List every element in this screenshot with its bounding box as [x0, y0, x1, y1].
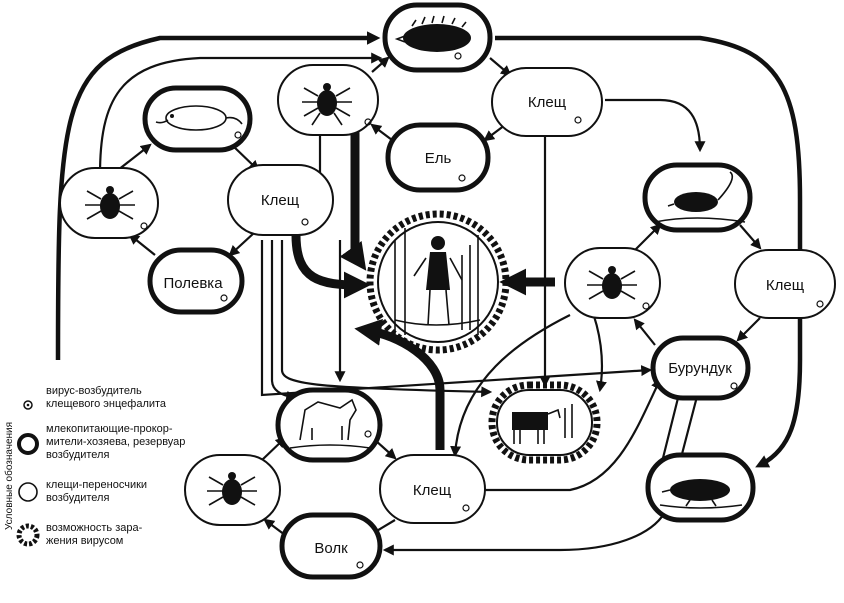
- tick-icon: [302, 83, 372, 126]
- arrow-klesh-to-chipmunk: [605, 98, 706, 153]
- legend-hosts-line1: млекопитающие-прокор-: [46, 423, 173, 435]
- el-node: Ель: [385, 122, 491, 193]
- legend-hosts-line2: мители-хозяева, резервуар: [46, 436, 185, 448]
- volk-label: Волк: [314, 540, 348, 557]
- arrow-klesh-to-burunduk: [736, 317, 761, 342]
- lines-klesh-down-3: [280, 240, 493, 398]
- arrow-klesh-to-burunduk-curve: [460, 378, 661, 492]
- klesh-right-label: Клещ: [766, 277, 804, 294]
- mouse-node: [142, 85, 253, 153]
- tick-icon: [85, 186, 148, 230]
- klesh-node-bottom: Клещ: [379, 454, 486, 524]
- cow-icon: [512, 404, 573, 444]
- legend-hosts-line3: возбудителя: [46, 449, 109, 461]
- klesh-node-right: Клещ: [734, 249, 836, 319]
- human-center-node: [366, 210, 510, 354]
- legend-item-virus: вирус-возбудитель клещевого энцефалита: [23, 385, 167, 410]
- inner-left-loop: [98, 52, 383, 176]
- legend: Условные обозначения вирус-возбудитель к…: [3, 385, 185, 547]
- gear-ring: [366, 210, 510, 354]
- mouse-icon: [155, 105, 243, 139]
- klesh-node-mid: Клещ: [227, 164, 334, 236]
- legend-carriers-line1: клещи-переносчики: [46, 479, 147, 491]
- el-label: Ель: [425, 150, 452, 167]
- legend-item-infection: возможность зара- жения вирусом: [16, 522, 143, 547]
- mole-node: [645, 452, 756, 523]
- outer-loop-arrow: [55, 31, 381, 361]
- klesh-bottom-label: Клещ: [413, 482, 451, 499]
- tick-icon: [207, 472, 257, 506]
- legend-item-hosts: млекопитающие-прокор- мители-хозяева, ре…: [17, 423, 185, 461]
- arrow-polevka-to-tick: [128, 233, 156, 256]
- volk-node: Волк: [279, 512, 383, 580]
- arrow-chipmunk-to-klesh: [739, 224, 762, 250]
- arrow-burunduk-to-tick: [633, 318, 656, 346]
- tick-node-right: [564, 247, 661, 319]
- arrow-el-to-tick: [370, 123, 393, 141]
- wolf-picture-node: [275, 387, 383, 463]
- arrow-tick-to-chipmunk: [634, 223, 662, 251]
- tick-node-top: [277, 64, 379, 136]
- burunduk-label: Бурундук: [668, 360, 732, 377]
- chipmunk-node: [642, 162, 753, 233]
- burunduk-node: Бурундук: [650, 335, 751, 401]
- polevka-node: Полевка: [147, 247, 245, 315]
- forest-hunter-icon: [394, 228, 481, 335]
- tick-node-bottom: [184, 454, 281, 526]
- polevka-label: Полевка: [163, 275, 223, 292]
- tick-node-left: [59, 167, 159, 239]
- lines-klesh-down-1: [260, 240, 653, 397]
- klesh-node-top: Клещ: [491, 67, 603, 137]
- arrow-volk-to-tick: [263, 518, 286, 536]
- arrow-klesh-to-el: [483, 124, 506, 142]
- arrow-tick-to-klesh-bottom: [450, 314, 571, 458]
- arrow-klesh-to-polevka: [228, 231, 256, 257]
- legend-carriers-line2: возбудителя: [46, 492, 109, 504]
- wolf-icon: [289, 398, 372, 449]
- right-loop-arrow: [495, 35, 803, 468]
- chipmunk-icon: [654, 171, 746, 223]
- legend-item-carriers: клещи-переносчики возбудителя: [18, 479, 147, 504]
- arrow-wolfpic-to-klesh: [374, 439, 397, 460]
- cow-node: [488, 381, 601, 464]
- legend-side-label: Условные обозначения: [3, 422, 15, 530]
- infection-arrow-bottom-klesh: [354, 318, 445, 450]
- arrow-tick-to-hedgehog: [371, 56, 390, 73]
- legend-virus-line2: клещевого энцефалита: [46, 398, 167, 410]
- infection-arrow-top-tick: [339, 130, 367, 271]
- hedgehog-icon: [394, 15, 471, 60]
- legend-virus-line1: вирус-возбудитель: [46, 385, 142, 397]
- mole-icon: [659, 479, 743, 509]
- tick-icon: [587, 266, 650, 310]
- infection-arrow-klesh-center: [291, 234, 371, 299]
- arrow-tick-to-mouse: [117, 143, 152, 171]
- hedgehog-node: [382, 2, 493, 73]
- arrow-hedgehog-to-klesh: [489, 57, 512, 77]
- klesh-top-label: Клещ: [528, 94, 566, 111]
- legend-infection-line1: возможность зара-: [46, 522, 143, 534]
- klesh-mid-label: Клещ: [261, 192, 299, 209]
- legend-infection-line2: жения вирусом: [46, 535, 123, 547]
